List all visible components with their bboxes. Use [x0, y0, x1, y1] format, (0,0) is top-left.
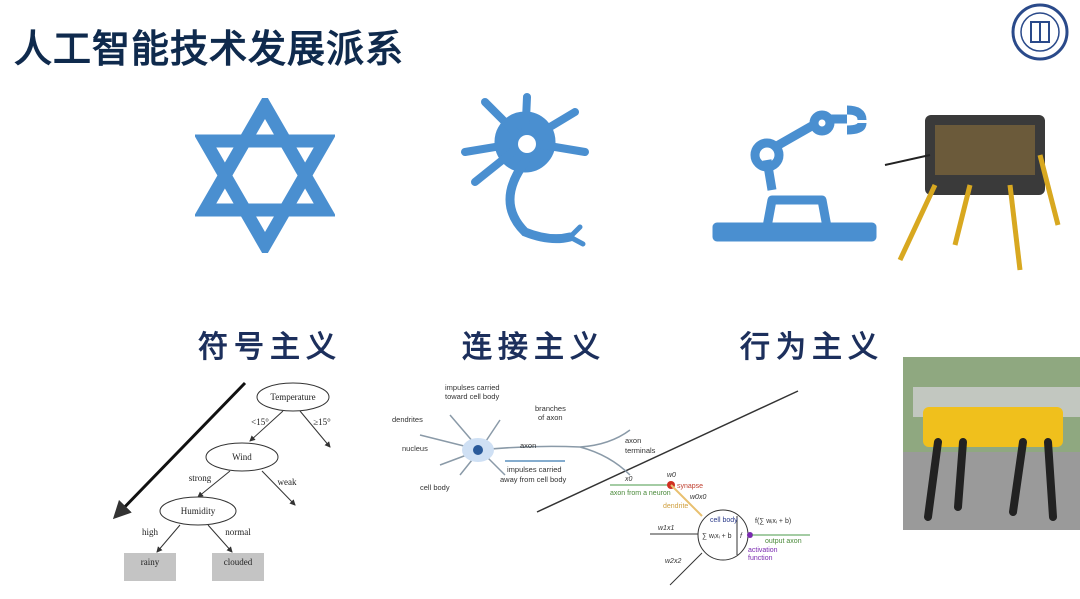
- tree-edge-weak: weak: [278, 477, 297, 487]
- tree-node-humidity: Humidity: [181, 506, 216, 516]
- tree-edge-strong: strong: [189, 473, 212, 483]
- label-nucleus: nucleus: [402, 444, 428, 453]
- neuron-icon: [461, 93, 589, 247]
- model-sum: ∑ wᵢxᵢ + b: [702, 533, 732, 540]
- robot-arm-icon: [712, 105, 877, 242]
- model-w0: w0: [667, 472, 676, 479]
- tree-edge-lt15: <15°: [251, 417, 269, 427]
- decision-tree-diagram: Temperature <15° ≥15° Wind strong weak H…: [112, 381, 331, 581]
- tree-edge-high: high: [142, 527, 159, 537]
- slide-title: 人工智能技术发展派系: [14, 27, 405, 71]
- label-impulses-away-1: impulses carried: [507, 465, 562, 474]
- label-branches-1: branches: [535, 404, 566, 413]
- tree-leaf-rainy: rainy: [141, 557, 160, 567]
- neuron-diagram: impulses carried toward cell body dendri…: [392, 383, 810, 586]
- tree-node-temperature: Temperature: [270, 392, 315, 402]
- tree-edge-normal: normal: [225, 527, 251, 537]
- model-w0x0: w0x0: [690, 494, 706, 501]
- tree-node-wind: Wind: [232, 452, 252, 462]
- star-of-david-icon: [195, 98, 335, 253]
- university-logo: [1011, 3, 1069, 61]
- school-label-symbolism: 符号主义: [198, 330, 342, 365]
- model-f: f: [740, 533, 743, 540]
- model-x0: x0: [624, 476, 633, 483]
- model-dendrite: dendrite: [663, 503, 688, 510]
- label-impulses-toward-1: impulses carried: [445, 383, 500, 392]
- school-label-connectionism: 连接主义: [462, 330, 606, 365]
- model-activation-2: function: [748, 555, 773, 562]
- label-impulses-toward-2: toward cell body: [445, 392, 499, 401]
- label-cell-body: cell body: [420, 483, 450, 492]
- tree-leaf-clouded: clouded: [224, 557, 253, 567]
- label-dendrites: dendrites: [392, 415, 423, 424]
- school-label-behaviorism: 行为主义: [740, 330, 884, 365]
- model-output-axon: output axon: [765, 538, 802, 545]
- spot-robot-image: [903, 357, 1080, 530]
- model-activation-1: activation: [748, 547, 778, 554]
- quadruped-robot-image: [884, 115, 1061, 271]
- model-w2x2: w2x2: [665, 558, 681, 565]
- model-cell-body: cell body: [710, 517, 738, 524]
- label-axon: axon: [520, 441, 536, 450]
- tree-edge-ge15: ≥15°: [313, 417, 331, 427]
- label-branches-2: of axon: [538, 413, 563, 422]
- model-axon-from: axon from a neuron: [610, 490, 671, 497]
- label-impulses-away-2: away from cell body: [500, 475, 567, 484]
- label-terminals-1: axon: [625, 436, 641, 445]
- model-synapse: synapse: [677, 483, 703, 490]
- model-w1x1: w1x1: [658, 525, 674, 532]
- model-output-formula: f(∑ wᵢxᵢ + b): [755, 518, 791, 525]
- label-terminals-2: terminals: [625, 446, 656, 455]
